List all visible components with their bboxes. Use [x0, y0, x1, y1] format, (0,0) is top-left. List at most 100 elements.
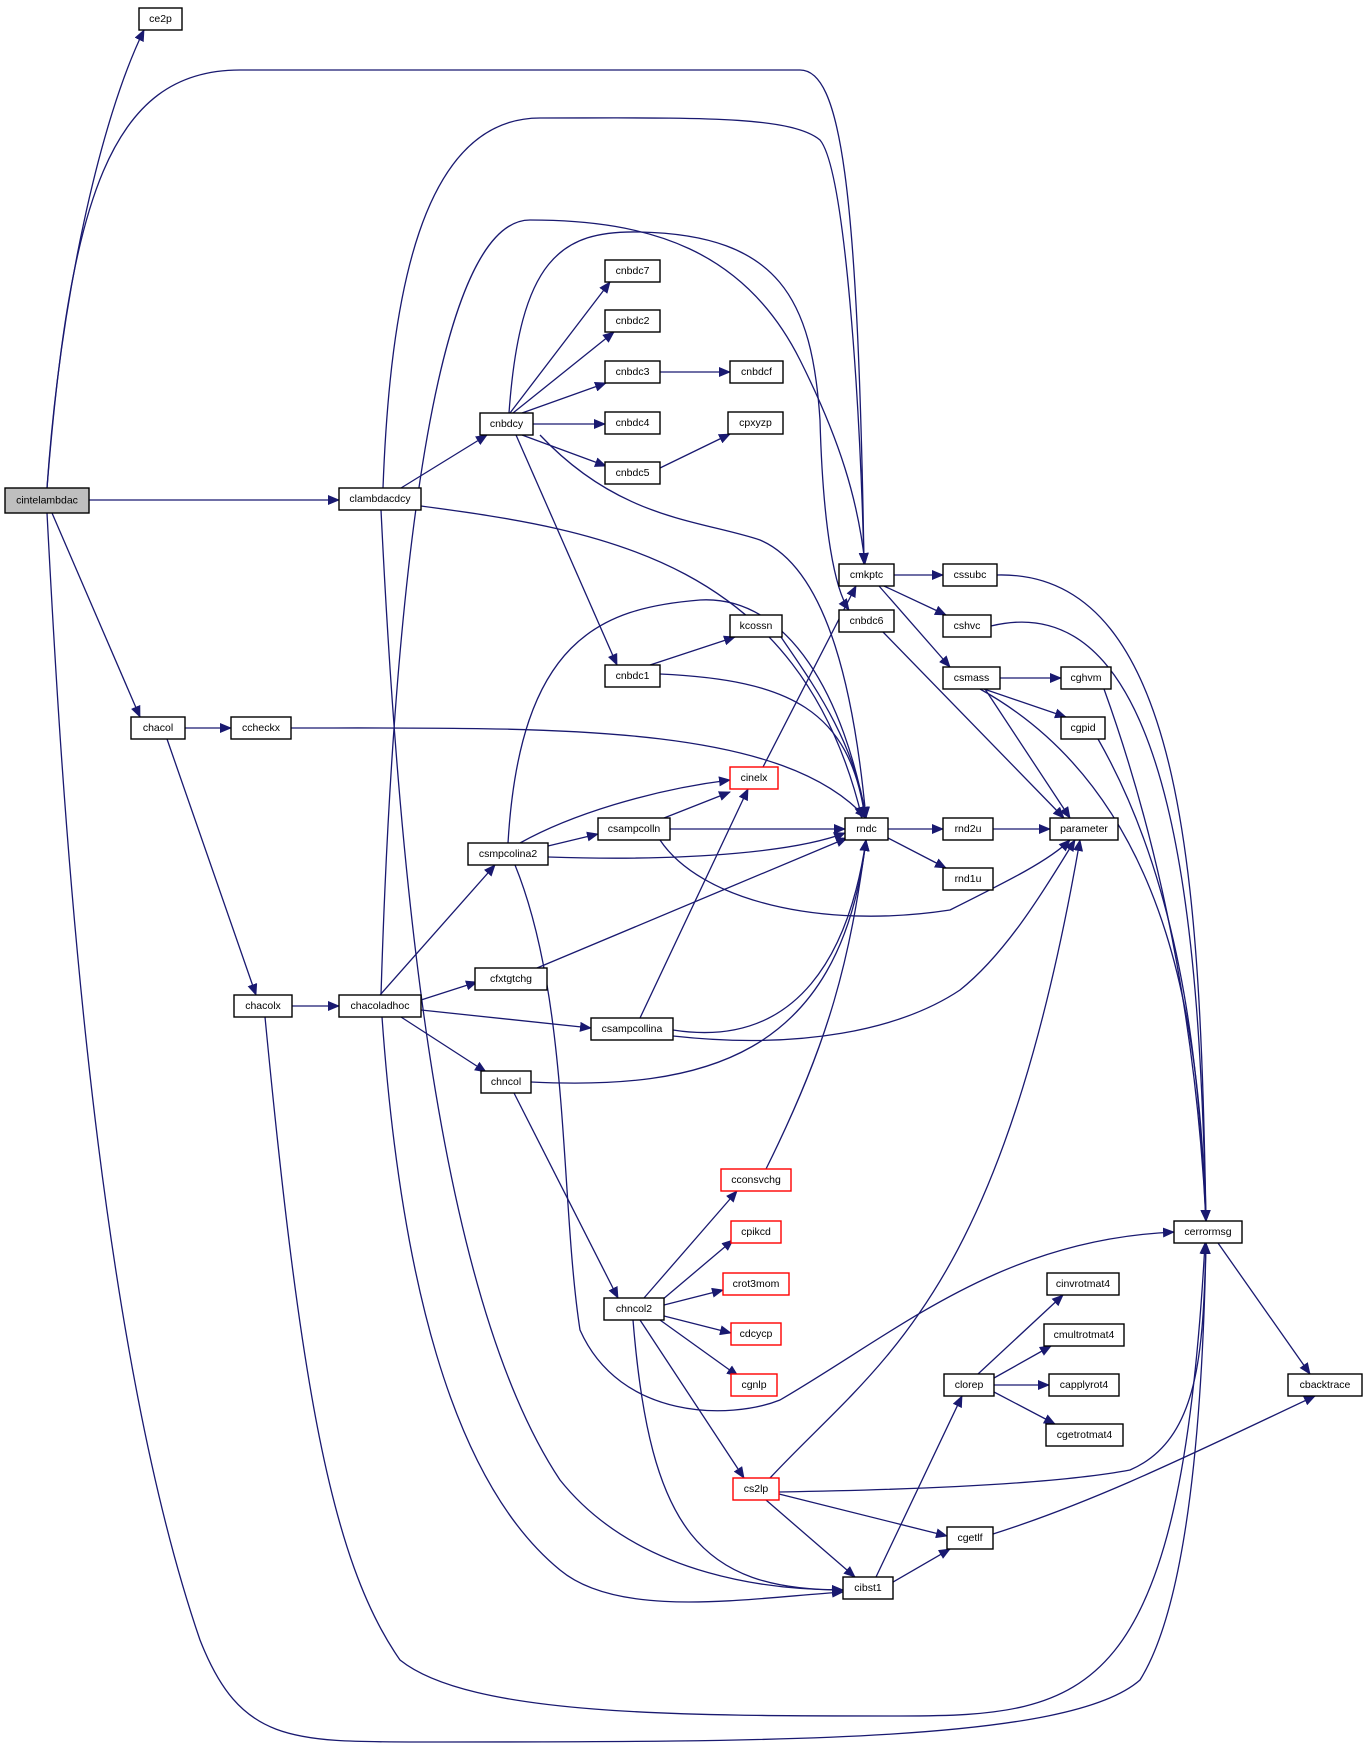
node-rnd1u[interactable]: rnd1u [942, 867, 994, 891]
node-parameter[interactable]: parameter [1049, 817, 1119, 841]
node-chacol[interactable]: chacol [130, 716, 186, 740]
node-box-cmkptc[interactable] [838, 563, 895, 587]
node-box-parameter[interactable] [1049, 817, 1119, 841]
node-box-ce2p[interactable] [138, 7, 183, 31]
node-box-cgetrotmat4[interactable] [1045, 1423, 1124, 1447]
node-box-clambdacdcy[interactable] [338, 487, 422, 511]
node-cibst1[interactable]: cibst1 [842, 1576, 894, 1600]
node-box-crot3mom[interactable] [722, 1272, 790, 1296]
node-ce2p[interactable]: ce2p [138, 7, 183, 31]
node-cbacktrace[interactable]: cbacktrace [1287, 1373, 1363, 1397]
node-clorep[interactable]: clorep [943, 1373, 995, 1397]
node-cnbdc5[interactable]: cnbdc5 [604, 461, 661, 485]
node-box-chncol2[interactable] [603, 1297, 665, 1321]
node-cintelambdac[interactable]: cintelambdac [4, 487, 90, 514]
node-box-cconsvchg[interactable] [720, 1168, 792, 1192]
node-cnbdc1[interactable]: cnbdc1 [604, 664, 661, 688]
node-box-cnbdc3[interactable] [604, 360, 661, 384]
node-cssubc[interactable]: cssubc [942, 563, 998, 587]
node-box-clorep[interactable] [943, 1373, 995, 1397]
node-csmass[interactable]: csmass [942, 666, 1001, 690]
node-kcossn[interactable]: kcossn [729, 614, 783, 638]
node-rndc[interactable]: rndc [844, 817, 889, 841]
node-box-cnbdcf[interactable] [729, 360, 784, 384]
node-box-cnbdcy[interactable] [479, 412, 534, 436]
node-box-chacolx[interactable] [233, 994, 293, 1018]
node-box-cshvc[interactable] [942, 614, 992, 638]
node-chacoladhoc[interactable]: chacoladhoc [338, 994, 422, 1018]
node-box-cerrormsg[interactable] [1173, 1220, 1243, 1244]
node-box-cnbdc1[interactable] [604, 664, 661, 688]
node-box-chacoladhoc[interactable] [338, 994, 422, 1018]
node-box-chncol[interactable] [480, 1070, 532, 1094]
node-cnbdc3[interactable]: cnbdc3 [604, 360, 661, 384]
node-box-cnbdc6[interactable] [838, 609, 895, 633]
node-box-cssubc[interactable] [942, 563, 998, 587]
node-box-ccheckx[interactable] [230, 716, 292, 740]
node-box-cgpid[interactable] [1060, 716, 1106, 740]
node-box-cs2lp[interactable] [732, 1477, 780, 1501]
node-chacolx[interactable]: chacolx [233, 994, 293, 1018]
node-box-csmpcolina2[interactable] [467, 842, 549, 866]
node-cgetrotmat4[interactable]: cgetrotmat4 [1045, 1423, 1124, 1447]
node-box-cgetlf[interactable] [946, 1526, 994, 1550]
node-box-cfxtgtchg[interactable] [474, 967, 548, 991]
node-box-cnbdc4[interactable] [604, 411, 661, 435]
node-box-cghvm[interactable] [1060, 666, 1112, 690]
node-box-rndc[interactable] [844, 817, 889, 841]
node-crot3mom[interactable]: crot3mom [722, 1272, 790, 1296]
node-box-cnbdc5[interactable] [604, 461, 661, 485]
node-box-cmultrotmat4[interactable] [1043, 1323, 1125, 1347]
node-box-cinelx[interactable] [729, 766, 779, 790]
node-cnbdc7[interactable]: cnbdc7 [604, 259, 661, 283]
node-cnbdc6[interactable]: cnbdc6 [838, 609, 895, 633]
node-cgetlf[interactable]: cgetlf [946, 1526, 994, 1550]
node-box-rnd1u[interactable] [942, 867, 994, 891]
node-box-rnd2u[interactable] [942, 817, 994, 841]
node-csampcolln[interactable]: csampcolln [597, 817, 671, 841]
node-cfxtgtchg[interactable]: cfxtgtchg [474, 967, 548, 991]
node-capplyrot4[interactable]: capplyrot4 [1048, 1373, 1120, 1397]
node-cnbdcf[interactable]: cnbdcf [729, 360, 784, 384]
node-cgpid[interactable]: cgpid [1060, 716, 1106, 740]
node-cconsvchg[interactable]: cconsvchg [720, 1168, 792, 1192]
node-box-cgnlp[interactable] [730, 1373, 778, 1397]
node-box-cibst1[interactable] [842, 1576, 894, 1600]
node-cnbdcy[interactable]: cnbdcy [479, 412, 534, 436]
node-csampcollina[interactable]: csampcollina [590, 1017, 674, 1041]
node-box-cinvrotmat4[interactable] [1046, 1272, 1120, 1296]
node-cpxyzp[interactable]: cpxyzp [727, 411, 784, 435]
node-box-cintelambdac[interactable] [4, 487, 90, 514]
node-box-cpxyzp[interactable] [727, 411, 784, 435]
node-cmultrotmat4[interactable]: cmultrotmat4 [1043, 1323, 1125, 1347]
node-chncol[interactable]: chncol [480, 1070, 532, 1094]
node-box-cpikcd[interactable] [730, 1220, 782, 1244]
node-cdcycp[interactable]: cdcycp [730, 1322, 782, 1346]
node-box-cnbdc2[interactable] [604, 309, 661, 333]
node-clambdacdcy[interactable]: clambdacdcy [338, 487, 422, 511]
node-csmpcolina2[interactable]: csmpcolina2 [467, 842, 549, 866]
node-cnbdc4[interactable]: cnbdc4 [604, 411, 661, 435]
node-box-kcossn[interactable] [729, 614, 783, 638]
node-cgnlp[interactable]: cgnlp [730, 1373, 778, 1397]
node-box-cdcycp[interactable] [730, 1322, 782, 1346]
node-box-chacol[interactable] [130, 716, 186, 740]
node-chncol2[interactable]: chncol2 [603, 1297, 665, 1321]
node-cnbdc2[interactable]: cnbdc2 [604, 309, 661, 333]
node-cinelx[interactable]: cinelx [729, 766, 779, 790]
node-rnd2u[interactable]: rnd2u [942, 817, 994, 841]
node-cs2lp[interactable]: cs2lp [732, 1477, 780, 1501]
node-cshvc[interactable]: cshvc [942, 614, 992, 638]
node-box-cnbdc7[interactable] [604, 259, 661, 283]
node-cerrormsg[interactable]: cerrormsg [1173, 1220, 1243, 1244]
node-box-cbacktrace[interactable] [1287, 1373, 1363, 1397]
node-cpikcd[interactable]: cpikcd [730, 1220, 782, 1244]
node-ccheckx[interactable]: ccheckx [230, 716, 292, 740]
node-box-capplyrot4[interactable] [1048, 1373, 1120, 1397]
node-cinvrotmat4[interactable]: cinvrotmat4 [1046, 1272, 1120, 1296]
node-box-csmass[interactable] [942, 666, 1001, 690]
node-cghvm[interactable]: cghvm [1060, 666, 1112, 690]
node-cmkptc[interactable]: cmkptc [838, 563, 895, 587]
node-box-csampcolln[interactable] [597, 817, 671, 841]
node-box-csampcollina[interactable] [590, 1017, 674, 1041]
